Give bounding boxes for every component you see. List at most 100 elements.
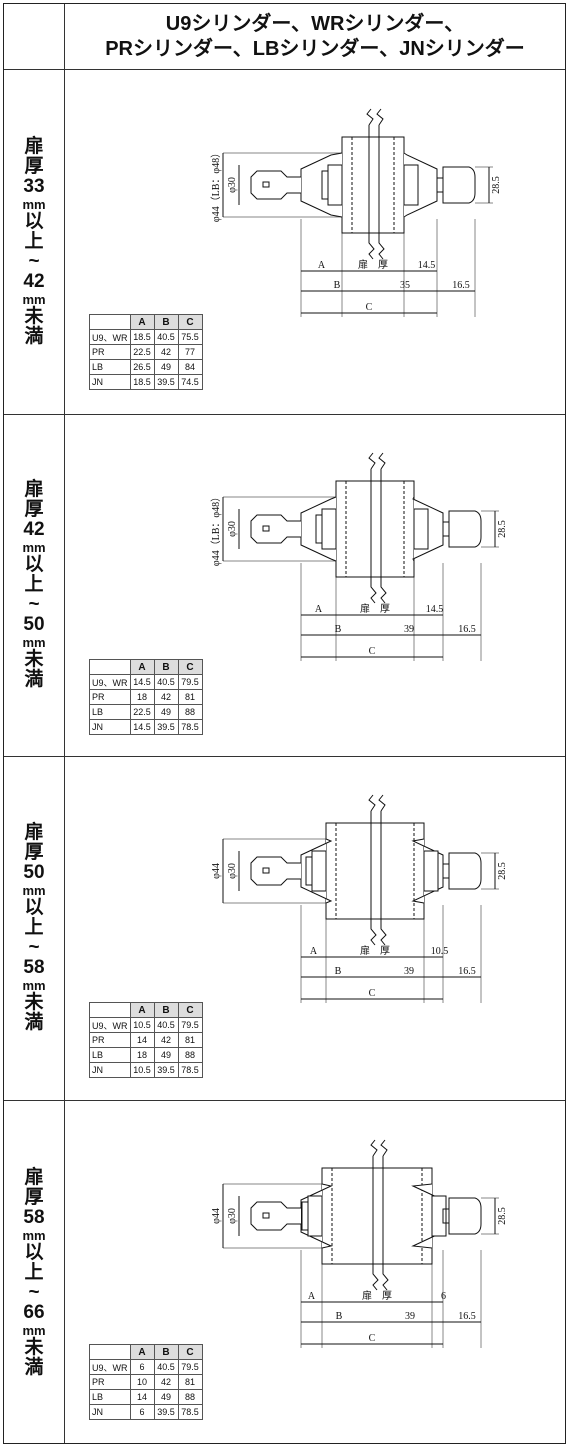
dim-c-right: 16.5	[458, 1311, 476, 1322]
table-cell: PR	[89, 689, 131, 705]
thickness-label-char: mm	[22, 196, 46, 212]
dim-c-right: 16.5	[452, 280, 470, 291]
thickness-label-char: mm	[22, 883, 46, 898]
left-cylinder-core	[305, 856, 313, 886]
table-cell: 78.5	[177, 1404, 203, 1420]
thumbturn-neck	[436, 177, 444, 193]
thickness-label-char: 未	[24, 649, 44, 670]
thickness-label-char: 上	[24, 230, 44, 252]
section-divider	[4, 414, 565, 415]
thickness-label-char: 扉	[24, 479, 44, 500]
header: U9シリンダー、WRシリンダー、 PRシリンダー、LBシリンダー、JNシリンダー	[65, 4, 565, 69]
dim-a-label: A	[310, 946, 318, 957]
left-cylinder-body	[311, 850, 327, 892]
thumbturn-knob	[448, 1197, 482, 1235]
thickness-label-char: 未	[24, 1336, 44, 1358]
table-header: A	[129, 314, 155, 330]
column-divider	[64, 4, 65, 1443]
dim-c-label: C	[366, 302, 373, 313]
dim-inner-diameter: φ30	[227, 863, 238, 879]
table-cell: 75.5	[177, 329, 203, 345]
dim-c-label: C	[369, 646, 376, 657]
dim-c-label: C	[369, 988, 376, 999]
dim-inner-diameter: φ30	[227, 177, 238, 193]
table-cell: 39.5	[153, 1062, 179, 1078]
dim-a-label: A	[308, 1291, 316, 1302]
thumbturn-neck	[442, 863, 450, 879]
dim-outer-diameter: φ44	[211, 863, 222, 879]
table-cell: JN	[89, 374, 131, 390]
dim-right-a: 14.5	[418, 260, 436, 271]
table-cell: 22.5	[129, 344, 155, 360]
right-cylinder-body	[403, 164, 419, 206]
break-line	[370, 1139, 379, 1291]
thickness-label-char: 以	[24, 897, 44, 918]
table-cell: PR	[89, 344, 131, 360]
header-line-2: PRシリンダー、LBシリンダー、JNシリンダー	[105, 37, 525, 60]
table-cell: 49	[153, 1389, 179, 1405]
table-corner	[89, 314, 131, 330]
key-hole	[262, 1212, 270, 1219]
table-cell: LB	[89, 359, 131, 375]
table-cell: 78.5	[177, 1062, 203, 1078]
table-cell: LB	[89, 1389, 131, 1405]
table-cell: 42	[153, 344, 179, 360]
dim-height: 28.5	[497, 1207, 508, 1225]
section-divider	[4, 756, 565, 757]
key-hole	[262, 525, 270, 532]
table-cell: 18.5	[129, 329, 155, 345]
table-cell: 88	[177, 704, 203, 720]
table-cell: 49	[153, 704, 179, 720]
thickness-label-char: 50	[23, 614, 45, 635]
header-line-1: U9シリンダー、WRシリンダー、	[165, 12, 465, 35]
thickness-label-char: 以	[24, 554, 44, 575]
dim-door-label: 扉 厚	[362, 1289, 392, 1302]
key-head	[250, 514, 301, 544]
right-cylinder-body	[413, 508, 429, 550]
table-cell: 18.5	[129, 374, 155, 390]
dim-outer-diameter: φ44（LB：φ48）	[210, 148, 222, 222]
thickness-label-char: 厚	[24, 499, 44, 520]
door-slab	[321, 1167, 433, 1265]
table-cell: 49	[153, 1047, 179, 1063]
right-cylinder-body	[423, 850, 439, 892]
dim-height: 28.5	[491, 176, 502, 194]
thickness-label-char: 上	[24, 1261, 44, 1283]
dim-door-label: 扉 厚	[358, 258, 388, 271]
key-hole	[262, 867, 270, 874]
dim-inner-diameter: φ30	[227, 521, 238, 537]
break-line	[366, 108, 375, 260]
table-cell: 39.5	[153, 1404, 179, 1420]
table-header: B	[153, 1344, 179, 1360]
thickness-label-char: ~	[28, 937, 40, 958]
thickness-label-char: 33	[23, 175, 45, 197]
dim-b-label: B	[335, 966, 342, 977]
thickness-label-char: 66	[23, 1301, 45, 1323]
dim-height: 28.5	[497, 862, 508, 880]
dim-door-label: 扉 厚	[360, 944, 390, 957]
break-line	[378, 794, 387, 946]
dim-height: 28.5	[497, 520, 508, 538]
door-slab	[341, 136, 405, 234]
table-cell: 42	[153, 1374, 179, 1390]
thickness-label-char: mm	[22, 635, 46, 650]
table-cell: LB	[89, 1047, 131, 1063]
table-cell: 40.5	[153, 1017, 179, 1033]
table-cell: 10.5	[129, 1017, 155, 1033]
